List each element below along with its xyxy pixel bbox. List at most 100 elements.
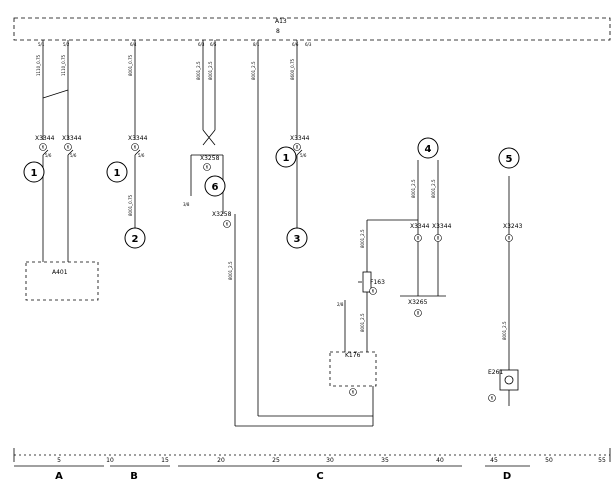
pin-number: 6 [372, 289, 375, 294]
pin-label: 6/5 [210, 42, 217, 47]
section-label-c: C [316, 471, 323, 482]
connector-label: X3344 [128, 135, 148, 142]
connector-label: E261 [488, 369, 503, 376]
pin-number: 6 [134, 145, 137, 150]
pin-label: 8/1 [253, 42, 260, 47]
ruler-tick: 55 [598, 457, 606, 464]
pin-circle [131, 143, 139, 151]
pin-label: 6/6 [292, 42, 299, 47]
section-label-a: A [55, 471, 63, 482]
ref-circle [417, 137, 439, 159]
pin-number: 6 [226, 222, 229, 227]
pin-circle [223, 220, 231, 228]
module-frame [13, 17, 611, 41]
ref-circle [286, 227, 308, 249]
connector-label: X3344 [290, 135, 310, 142]
a401-frame [25, 261, 99, 301]
wire-code-group: 1110_0.75 1110_0.75 8001_0.75 8001_2.5 8… [36, 54, 507, 340]
pin-circle [203, 163, 211, 171]
wire-code: 8001_2.5 [411, 179, 416, 198]
ruler-tick: 50 [545, 457, 553, 464]
ref-circle [498, 147, 520, 169]
ref-number: 5 [506, 154, 513, 165]
wire-code: 8001_2.5 [251, 61, 256, 80]
ruler-tick: 15 [161, 457, 169, 464]
ruler-tick: 5 [57, 457, 61, 464]
ref-circle [275, 146, 297, 168]
ref-label: 5/6 [70, 153, 77, 158]
pin-circle [434, 234, 442, 242]
pin-label: 6/3 [198, 42, 205, 47]
pin-label: 6/4 [130, 42, 137, 47]
connector-label: X3243 [503, 223, 523, 230]
wire-code: 8001_2.5 [431, 179, 436, 198]
pin-label-group: 5/1 5/2 6/4 6/3 6/5 8/1 6/6 6/3 [38, 42, 312, 47]
connector-label-group: X3344 X3344 X3344 X3258 X3344 X3258 X334… [35, 135, 523, 376]
ruler-tick: 20 [217, 457, 225, 464]
wire-code: 8001_2.5 [228, 261, 233, 280]
pin-circle [293, 143, 301, 151]
pin-circle [39, 143, 47, 151]
connector-label: X3344 [432, 223, 452, 230]
ref-circle [124, 227, 146, 249]
connector-label: X3344 [62, 135, 82, 142]
ruler-tick: 35 [381, 457, 389, 464]
ruler-tick: 45 [490, 457, 498, 464]
ref-label: 2/8 [337, 302, 344, 307]
ruler-tick: 10 [106, 457, 114, 464]
ref-circle [204, 175, 226, 197]
ruler-tick: 25 [272, 457, 280, 464]
pin-number: 6 [352, 390, 355, 395]
pin-circle [414, 309, 422, 317]
pin-circle [488, 394, 496, 402]
wire-code: 8001_0.75 [128, 194, 133, 216]
k176-relay-frame [329, 351, 377, 387]
pin-circle [64, 143, 72, 151]
connector-label: X3344 [410, 223, 430, 230]
wire-code: 8600_0.75 [290, 58, 295, 80]
pin-label: 6/3 [305, 42, 312, 47]
connector-label: X3265 [408, 299, 428, 306]
ref-circle [106, 161, 128, 183]
wire-code: 8001_0.75 [128, 54, 133, 76]
wire-code: 1110_0.75 [36, 54, 41, 76]
pin-number: 6 [491, 396, 494, 401]
ref-number: 2 [132, 234, 139, 245]
connector-label: X3258 [200, 155, 220, 162]
pin-number: 6 [42, 145, 45, 150]
ref-number: 1 [114, 168, 121, 179]
pin-number: 8 [417, 236, 420, 241]
f163-fuse [362, 271, 372, 293]
connector-label: X3344 [35, 135, 55, 142]
ref-label: 5/6 [300, 153, 307, 158]
ref-label: 5/6 [138, 153, 145, 158]
header-module-port: 8 [276, 28, 280, 35]
pin-number: 8 [417, 311, 420, 316]
wire-code: 8001_2.5 [360, 229, 365, 248]
section-label-d: D [503, 471, 511, 482]
wire-code: 1110_0.75 [61, 54, 66, 76]
ref-circle [23, 161, 45, 183]
pin-circle [414, 234, 422, 242]
ref-number: 3 [294, 234, 301, 245]
ref-number: 1 [283, 153, 290, 164]
connector-label: F163 [370, 279, 385, 286]
ref-number: 4 [425, 144, 432, 155]
ref-label: 3/8 [183, 202, 190, 207]
connector-label: K176 [345, 352, 361, 359]
ruler-tick: 40 [436, 457, 444, 464]
pin-number: 8 [437, 236, 440, 241]
pin-number: 8 [296, 145, 299, 150]
wire-code: 8001_2.5 [360, 313, 365, 332]
connector-label: X3258 [212, 211, 232, 218]
ruler-tick: 30 [326, 457, 334, 464]
pin-circle [369, 287, 377, 295]
wire-code: 8001_2.5 [196, 61, 201, 80]
section-label-b: B [130, 471, 138, 482]
pin-label: 5/1 [38, 42, 45, 47]
ref-label: 5/6 [45, 153, 52, 158]
pin-circle [505, 234, 513, 242]
wire-code: 8001_2.5 [502, 321, 507, 340]
pin-number: 6 [206, 165, 209, 170]
